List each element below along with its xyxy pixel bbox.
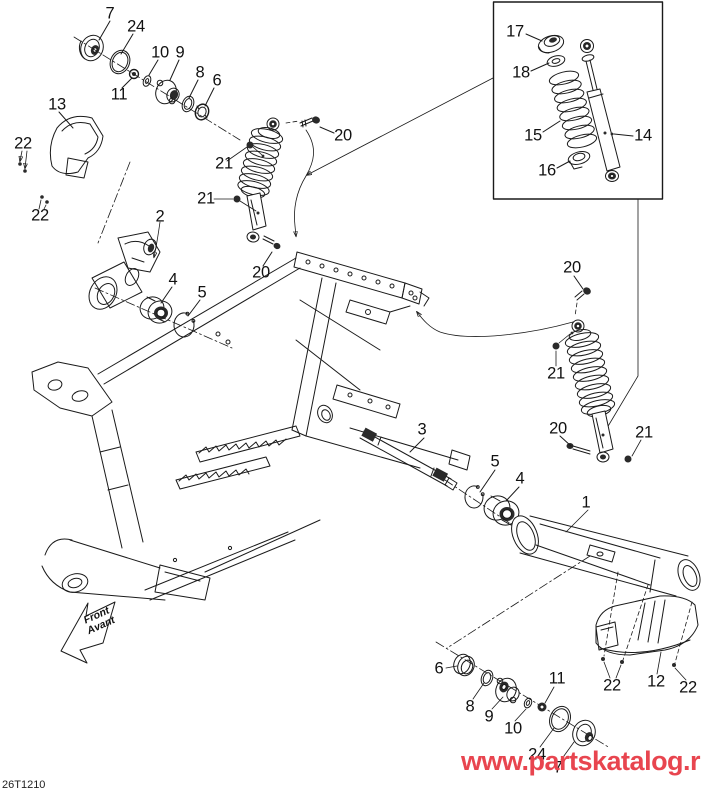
nut-6-top bbox=[194, 103, 210, 121]
callout-14-21: 14 bbox=[634, 126, 652, 145]
bearing-housing bbox=[88, 221, 161, 310]
callout-7-0: 7 bbox=[105, 4, 115, 23]
callout-20-14: 20 bbox=[252, 263, 270, 282]
callout-21-23: 21 bbox=[547, 364, 565, 383]
washer-10-top bbox=[142, 75, 152, 87]
callout-7-36: 7 bbox=[553, 758, 563, 777]
callout-2-10: 2 bbox=[155, 207, 165, 226]
callout-10-2: 10 bbox=[151, 43, 169, 62]
callout-1-26: 1 bbox=[581, 493, 591, 512]
callout-11-34: 11 bbox=[548, 669, 566, 688]
callout-17-17: 17 bbox=[506, 22, 524, 41]
inset-spring-washer bbox=[546, 55, 566, 67]
callout-16-20: 16 bbox=[538, 161, 556, 180]
axle-shaft bbox=[359, 427, 458, 491]
circlip-5-right bbox=[464, 485, 485, 509]
callout-9-32: 9 bbox=[484, 707, 494, 726]
swingarm bbox=[511, 509, 701, 597]
callout-9-3: 9 bbox=[175, 43, 185, 62]
inset-spring-cap bbox=[537, 34, 565, 54]
skid-plate bbox=[595, 571, 699, 681]
callout-12-38: 12 bbox=[647, 672, 665, 691]
callout-leaders bbox=[58, 20, 634, 502]
callout-3-27: 3 bbox=[417, 420, 427, 439]
callout-24-1: 24 bbox=[127, 17, 145, 36]
callout-20-13: 20 bbox=[334, 126, 352, 145]
bearing-4-right bbox=[483, 495, 520, 526]
callout-21-25: 21 bbox=[635, 423, 653, 442]
callout-24-35: 24 bbox=[528, 745, 546, 764]
callout-21-11: 21 bbox=[215, 154, 233, 173]
callout-4-29: 4 bbox=[515, 469, 525, 488]
callout-20-22: 20 bbox=[563, 258, 581, 277]
callout-22-8: 22 bbox=[14, 134, 32, 153]
callout-10-33: 10 bbox=[504, 719, 522, 738]
wheel-hub-top bbox=[155, 79, 180, 105]
callout-18-18: 18 bbox=[512, 63, 530, 82]
right-shock-absorber bbox=[552, 287, 642, 463]
circlip-5-left bbox=[173, 311, 196, 338]
callout-5-28: 5 bbox=[490, 452, 500, 471]
callout-6-30: 6 bbox=[434, 659, 444, 678]
o-ring-24-top bbox=[109, 49, 131, 75]
callout-8-31: 8 bbox=[465, 697, 475, 716]
inset-spring-seat bbox=[567, 151, 591, 170]
side-guard bbox=[18, 115, 104, 210]
callout-20-24: 20 bbox=[549, 419, 567, 438]
watermark: www.partskatalog.ru bbox=[461, 746, 701, 776]
o-ring-8-top bbox=[181, 95, 195, 113]
callout-5-16: 5 bbox=[197, 283, 207, 302]
callout-11-6: 11 bbox=[110, 85, 128, 104]
callout-22-37: 22 bbox=[603, 676, 621, 695]
inset-coil-spring bbox=[548, 70, 598, 149]
callout-4-15: 4 bbox=[168, 270, 178, 289]
callout-8-4: 8 bbox=[195, 63, 205, 82]
callout-22-39: 22 bbox=[679, 678, 697, 697]
drawing-code: 26T1210 bbox=[2, 779, 46, 791]
callout-13-7: 13 bbox=[48, 95, 66, 114]
callout-6-5: 6 bbox=[212, 71, 222, 90]
inset-box bbox=[307, 1, 664, 437]
left-shock-absorber bbox=[213, 116, 320, 250]
inset-damper bbox=[580, 39, 621, 182]
callout-22-9: 22 bbox=[31, 206, 49, 225]
callout-21-12: 21 bbox=[197, 189, 215, 208]
bearing-4-left bbox=[139, 296, 173, 324]
callout-15-19: 15 bbox=[524, 126, 542, 145]
frame bbox=[31, 251, 471, 601]
bottom-parts-row bbox=[435, 641, 611, 761]
